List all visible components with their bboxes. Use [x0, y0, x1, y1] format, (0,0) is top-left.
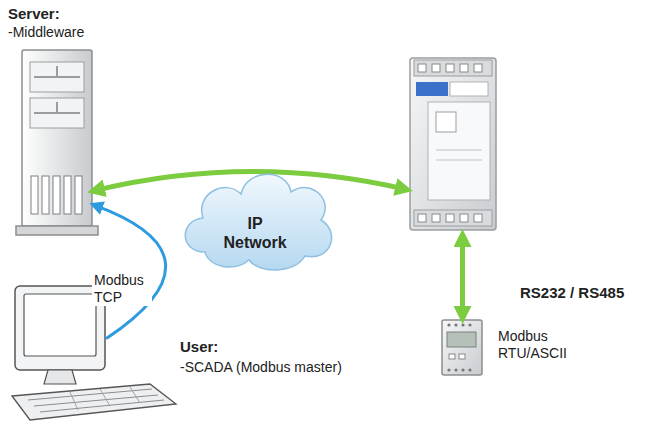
server-node: Server:-Middleware — [20, 50, 95, 235]
node-heading: Modbus RTU/ASCII — [498, 328, 580, 362]
node-text: -Middleware — [8, 24, 84, 41]
edge-label: RS232 / RS485 — [518, 284, 626, 302]
gateway-node — [405, 52, 500, 235]
edge-label: Modbus TCP — [92, 272, 152, 306]
link-arrow — [460, 237, 465, 316]
server-tower — [16, 50, 98, 235]
node-heading: User: — [180, 338, 218, 356]
gateway-device — [410, 58, 496, 230]
node-heading: IP Network — [217, 214, 293, 252]
pc-computer — [12, 286, 176, 420]
node-heading: Server: — [8, 5, 60, 23]
rtu-device — [442, 320, 482, 375]
network-cloud: IP Network — [175, 150, 335, 275]
rtu-device-node: Modbus RTU/ASCII — [440, 318, 485, 376]
node-text: -SCADA (Modbus master) — [180, 359, 342, 376]
